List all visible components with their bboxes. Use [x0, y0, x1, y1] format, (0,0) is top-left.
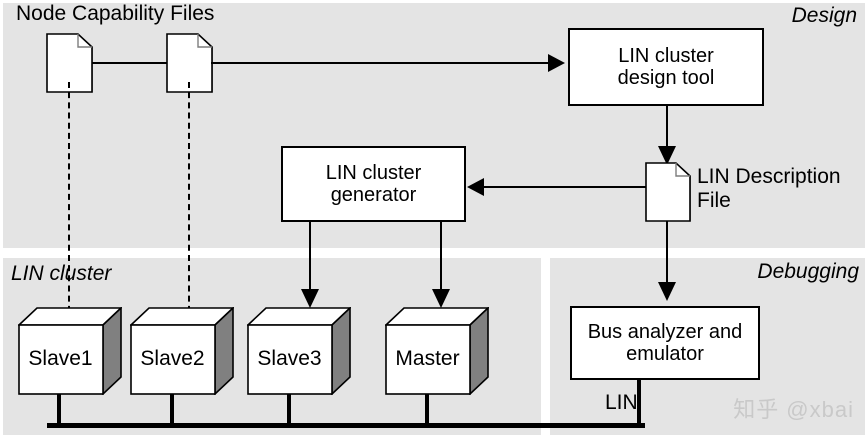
generator-line1: LIN cluster: [325, 161, 422, 184]
arrowhead-to-slave3: [301, 289, 319, 308]
box-lin-cluster-generator[interactable]: LIN cluster generator: [281, 146, 466, 222]
arrowhead-to-generator: [467, 178, 484, 196]
arrowhead-to-master: [432, 289, 450, 308]
analyzer-line1: Bus analyzer and: [587, 320, 743, 343]
lin-bus-label: LIN: [605, 391, 638, 414]
arrowhead-to-design-tool: [548, 54, 565, 72]
box-bus-analyzer-and-emulator[interactable]: Bus analyzer and emulator: [570, 306, 760, 380]
generator-line2: generator: [330, 184, 417, 206]
node-slave2[interactable]: Slave2: [130, 307, 234, 395]
document-icon-node-capability-file-1: [46, 33, 93, 93]
connector-generator-to-slave3: [309, 221, 311, 293]
document-icon-node-capability-file-2: [166, 33, 213, 93]
connector-ncf1-to-ncf2: [92, 62, 167, 64]
connector-design-tool-to-ldf: [666, 106, 668, 152]
connector-ncf2-to-design-tool: [211, 62, 548, 64]
lin-bus-backbone: [47, 423, 645, 428]
box-lin-cluster-design-tool[interactable]: LIN cluster design tool: [568, 28, 764, 106]
bus-stub-slave2: [170, 394, 174, 425]
panel-design-label: Design: [791, 4, 857, 27]
arrowhead-to-ldf: [658, 146, 676, 165]
arrowhead-to-analyzer: [658, 282, 676, 301]
lin-description-file-label: LIN Description File: [697, 165, 841, 213]
box-bus-analyzer-text: Bus analyzer and emulator: [588, 321, 743, 366]
bus-stub-slave3: [287, 394, 291, 425]
document-icon-lin-description-file: [645, 162, 691, 222]
design-tool-line2: design tool: [617, 67, 715, 89]
bus-stub-slave1: [57, 394, 61, 425]
node-master[interactable]: Master: [385, 307, 489, 395]
box-lin-cluster-design-tool-text: LIN cluster design tool: [618, 45, 715, 90]
connector-ldf-to-generator: [484, 186, 646, 188]
node-slave3[interactable]: Slave3: [247, 307, 351, 395]
connector-ncf2-to-slave2: [188, 82, 190, 322]
connector-ncf1-to-slave1: [68, 82, 70, 322]
bus-stub-master: [425, 394, 429, 425]
connector-generator-to-master: [440, 221, 442, 293]
box-lin-cluster-generator-text: LIN cluster generator: [326, 162, 422, 207]
ldf-label-line1: LIN Description: [697, 165, 841, 188]
connector-ldf-to-analyzer: [666, 221, 668, 286]
node-capability-files-heading: Node Capability Files: [16, 2, 215, 25]
bus-stub-analyzer: [637, 379, 641, 425]
analyzer-line2: emulator: [626, 343, 704, 365]
design-tool-line1: LIN cluster: [618, 44, 714, 67]
panel-lin-cluster-label: LIN cluster: [11, 262, 112, 285]
panel-debugging-label: Debugging: [757, 260, 859, 283]
watermark-text: 知乎 @xbai: [733, 397, 854, 422]
node-slave1[interactable]: Slave1: [18, 307, 122, 395]
ldf-label-line2: File: [697, 189, 731, 213]
